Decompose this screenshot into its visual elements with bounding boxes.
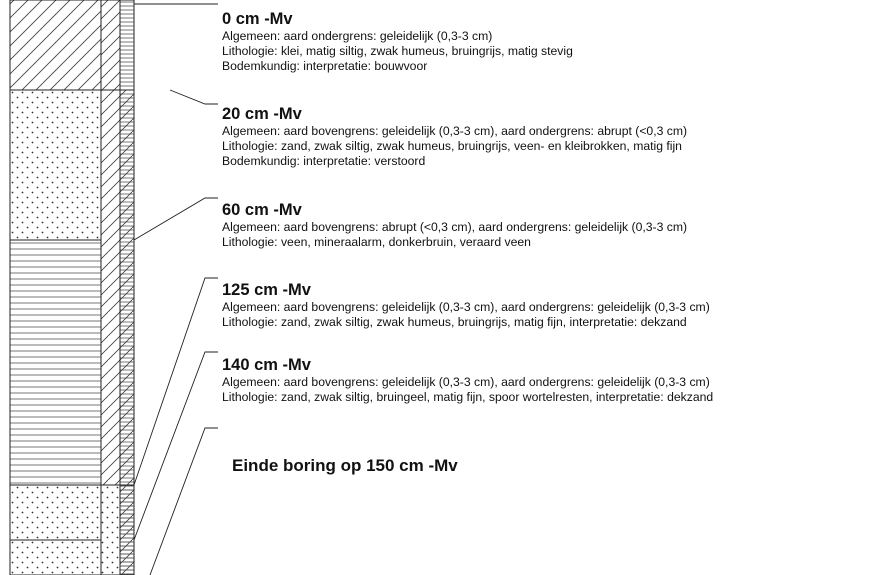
column-main	[10, 0, 101, 575]
layer-line: Lithologie: klei, matig siltig, zwak hum…	[222, 44, 573, 59]
layer-line: Lithologie: zand, zwak siltig, zwak hume…	[222, 315, 710, 330]
layer-entry-60: 60 cm -Mv Algemeen: aard bovengrens: abr…	[222, 201, 687, 250]
leader-end	[150, 428, 218, 575]
layer-line: Algemeen: aard bovengrens: geleidelijk (…	[222, 300, 710, 315]
leader-60	[134, 198, 218, 240]
layer-line: Algemeen: aard bovengrens: abrupt (<0,3 …	[222, 220, 687, 235]
layer-line: Algemeen: aard bovengrens: geleidelijk (…	[222, 124, 687, 139]
layer-depth: 0 cm -Mv	[222, 10, 573, 29]
layer-line: Algemeen: aard ondergrens: geleidelijk (…	[222, 29, 573, 44]
layer-entry-140: 140 cm -Mv Algemeen: aard bovengrens: ge…	[222, 356, 713, 405]
layer-clay-block	[10, 0, 101, 90]
layer-line: Lithologie: zand, zwak siltig, bruingeel…	[222, 390, 713, 405]
leader-lines	[134, 4, 218, 575]
layer-entry-0: 0 cm -Mv Algemeen: aard ondergrens: gele…	[222, 10, 573, 75]
layer-depth: 60 cm -Mv	[222, 201, 687, 220]
layer-depth: 20 cm -Mv	[222, 105, 687, 124]
column-thin	[120, 0, 134, 575]
layer-entry-20: 20 cm -Mv Algemeen: aard bovengrens: gel…	[222, 105, 687, 170]
layer-entry-125: 125 cm -Mv Algemeen: aard bovengrens: ge…	[222, 281, 710, 330]
layer-depth: 140 cm -Mv	[222, 356, 713, 375]
leader-125	[134, 278, 218, 485]
layer-line: Algemeen: aard bovengrens: geleidelijk (…	[222, 375, 713, 390]
leader-20	[170, 90, 218, 104]
layer-line: Lithologie: zand, zwak siltig, zwak hume…	[222, 139, 687, 154]
layer-depth: 125 cm -Mv	[222, 281, 710, 300]
end-label: Einde boring op 150 cm -Mv	[232, 456, 458, 476]
layer-line: Bodemkundig: interpretatie: verstoord	[222, 154, 687, 169]
layer-line: Bodemkundig: interpretatie: bouwvoor	[222, 59, 573, 74]
layer-sand-block-2	[10, 485, 101, 575]
layer-peat-block	[10, 240, 101, 485]
column-strip	[101, 0, 120, 575]
leader-140	[134, 352, 218, 540]
layer-sand-block	[10, 90, 101, 240]
layer-line: Lithologie: veen, mineraalarm, donkerbru…	[222, 235, 687, 250]
